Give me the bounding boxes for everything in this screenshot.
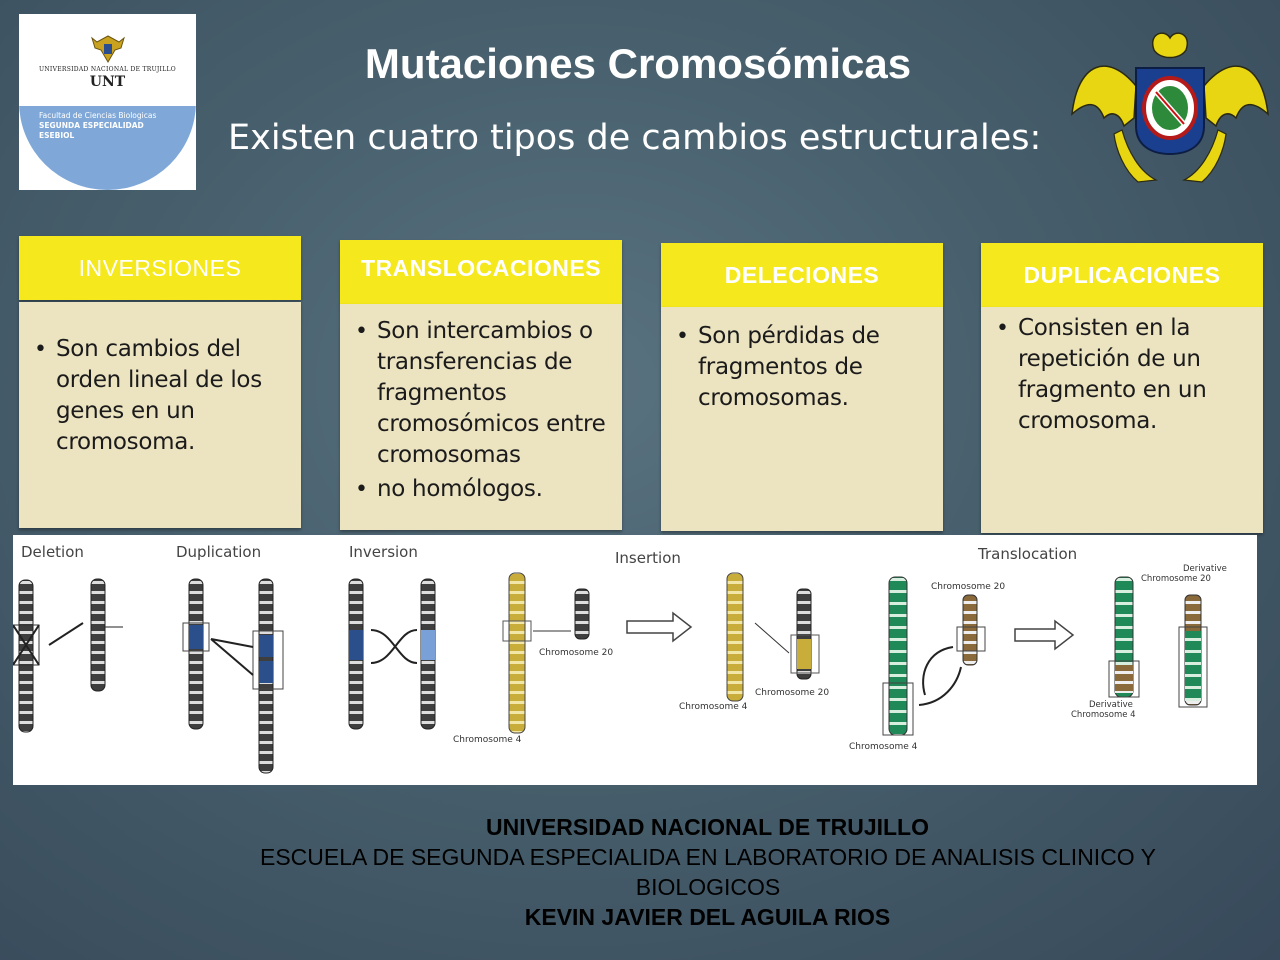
label-translocation: Translocation [977,545,1077,563]
footer-university: UNIVERSIDAD NACIONAL DE TRUJILLO [486,814,929,840]
card-heading-duplicaciones: DUPLICACIONES [981,243,1263,307]
card-bullet: Son cambios del orden lineal de los gene… [19,334,301,458]
label-duplication: Duplication [176,543,261,561]
label-chr20-derived: Chromosome 20 [755,688,829,698]
card-body-translocaciones: Son intercambios o transferencias de fra… [340,304,622,530]
page-title: Mutaciones Cromosómicas [364,40,912,87]
card-bullet: Son pérdidas de fragmentos de cromosomas… [661,321,943,414]
label-derivative-word: Derivative [1183,564,1227,574]
label-chr20-insertion: Chromosome 20 [539,648,613,658]
footer: UNIVERSIDAD NACIONAL DE TRUJILLO ESCUELA… [0,812,1280,932]
label-derivative-chr20: Chromosome 20 [1141,574,1211,584]
label-chr20-translocation: Chromosome 20 [931,582,1005,592]
condor-crest-icon [91,35,125,63]
label-deletion: Deletion [21,543,84,561]
card-heading-inversiones: INVERSIONES [19,236,301,300]
card-body-duplicaciones: Consisten en la repetición de un fragmen… [981,307,1263,533]
card-heading-translocaciones: TRANSLOCACIONES [340,240,622,304]
card-bullet: Son intercambios o transferencias de fra… [340,316,622,471]
card-bullet: Consisten en la repetición de un fragmen… [981,313,1263,437]
label-chr4-translocation: Chromosome 4 [849,742,918,752]
logo-faculty-text: Facultad de Ciencias Biologicas SEGUNDA … [39,111,157,140]
label-inversion: Inversion [349,543,418,561]
footer-school: ESCUELA DE SEGUNDA ESPECIALIDA EN LABORA… [259,844,1157,900]
unt-griffin-crest-icon [1071,32,1269,183]
page-subtitle: Existen cuatro tipos de cambios estructu… [228,118,1042,158]
unt-faculty-logo: UNIVERSIDAD NACIONAL DE TRUJILLO UNT Fac… [19,14,196,190]
label-insertion: Insertion [615,549,681,567]
card-body-deleciones: Son pérdidas de fragmentos de cromosomas… [661,307,943,531]
card-bullet: no homólogos. [340,474,622,505]
logo-abbrev: UNT [89,74,126,90]
logo-university-name: UNIVERSIDAD NACIONAL DE TRUJILLO [39,66,176,73]
card-heading-deleciones: DELECIONES [661,243,943,307]
card-body-inversiones: Son cambios del orden lineal de los gene… [19,302,301,528]
footer-author: KEVIN JAVIER DEL AGUILA RIOS [524,904,891,930]
label-chr4-insertion: Chromosome 4 [453,735,522,745]
label-derivative-chr4: Chromosome 4 [1071,710,1136,720]
label-derivative-word-2: Derivative [1089,700,1133,710]
label-chr4-derived: Chromosome 4 [679,702,748,712]
chromosome-mutations-diagram: Deletion Duplication Inversion Insertion… [12,535,1257,785]
